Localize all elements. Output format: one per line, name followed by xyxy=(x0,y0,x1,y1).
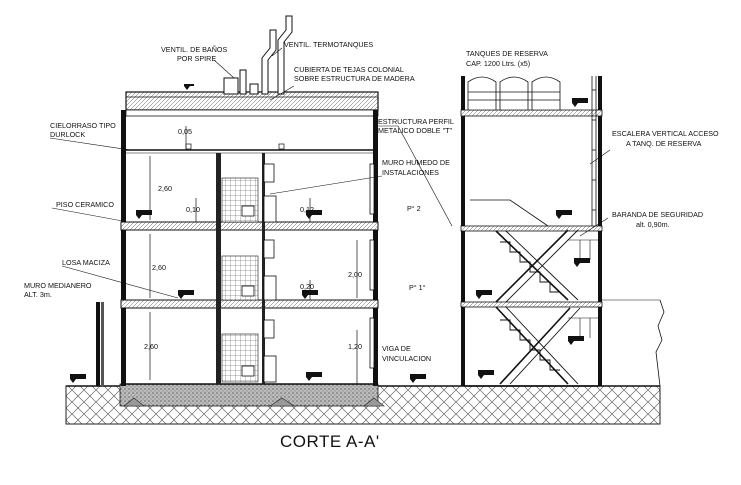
ground-section xyxy=(65,383,661,425)
main-building xyxy=(120,15,379,386)
label-estructura-2: METALICO DOBLE "T" xyxy=(378,126,453,135)
label-cielorraso-1: CIELORRASO TIPO xyxy=(50,121,116,130)
railings xyxy=(568,239,598,338)
dim-floor-height-mid: 2,60 xyxy=(152,263,166,272)
dimension-lines xyxy=(149,126,358,384)
dim-slab-1: 0,10 xyxy=(186,205,200,214)
label-ventil-termotanques: VENTIL. TERMOTANQUES xyxy=(284,40,373,49)
label-piso-2: P° 2 xyxy=(407,204,421,213)
stairs xyxy=(495,229,581,385)
label-ventil-banos-1: VENTIL. DE BAÑOS xyxy=(161,45,228,54)
dim-window-height: 2,00 xyxy=(348,270,362,279)
label-viga-1: VIGA DE xyxy=(382,344,411,353)
label-tanques-2: CAP. 1200 Ltrs. (x5) xyxy=(466,59,530,68)
water-tanks xyxy=(467,76,561,111)
level-marks xyxy=(70,84,590,383)
label-piso-1: P° 1° xyxy=(409,283,426,292)
leader-lines xyxy=(49,47,611,384)
label-tanques-1: TANQUES DE RESERVA xyxy=(466,49,548,58)
label-muro-medianero-1: MURO MEDIANERO xyxy=(24,281,92,290)
party-wall xyxy=(96,302,104,386)
label-muro-humedo-2: INSTALACIONES xyxy=(382,168,439,177)
tank-tower xyxy=(460,76,665,387)
dim-ceiling-gap: 0,05 xyxy=(178,127,192,136)
label-muro-humedo-1: MURO HUMEDO DE xyxy=(382,158,450,167)
label-baranda-1: BARANDA DE SEGURIDAD xyxy=(612,210,703,219)
access-ladder xyxy=(591,76,597,226)
label-escalera-2: A TANQ. DE RESERVA xyxy=(626,139,702,148)
label-cubierta-1: CUBIERTA DE TEJAS COLONIAL xyxy=(294,65,404,74)
label-escalera-1: ESCALERA VERTICAL ACCESO xyxy=(612,129,719,138)
label-cielorraso-2: DURLOCK xyxy=(50,130,85,139)
annotation-labels: VENTIL. DE BAÑOS POR SPIRE VENTIL. TERMO… xyxy=(24,40,719,363)
dim-slab-3: 0,20 xyxy=(300,282,314,291)
label-estructura-1: ESTRUCTURA PERFIL xyxy=(378,117,454,126)
label-losa-maciza: LOSA MACIZA xyxy=(62,258,110,267)
label-muro-medianero-2: ALT. 3m. xyxy=(24,290,52,299)
label-piso-ceramico: PISO CERAMICO xyxy=(56,200,114,209)
label-baranda-2: alt. 0,90m. xyxy=(636,220,670,229)
dim-sill-height: 1,20 xyxy=(348,342,362,351)
label-ventil-banos-2: POR SPIRE xyxy=(177,54,216,63)
dim-slab-2: 0,12 xyxy=(300,205,314,214)
dim-floor-height-low: 2,60 xyxy=(144,342,158,351)
drawing-title: CORTE A-A' xyxy=(280,432,380,451)
dimension-texts: 0,05 2,60 2,60 2,60 0,10 0,12 0,20 2,00 … xyxy=(144,127,362,351)
dim-floor-height-top: 2,60 xyxy=(158,184,172,193)
label-cubierta-2: SOBRE ESTRUCTURA DE MADERA xyxy=(294,74,415,83)
label-viga-2: VINCULACION xyxy=(382,354,431,363)
